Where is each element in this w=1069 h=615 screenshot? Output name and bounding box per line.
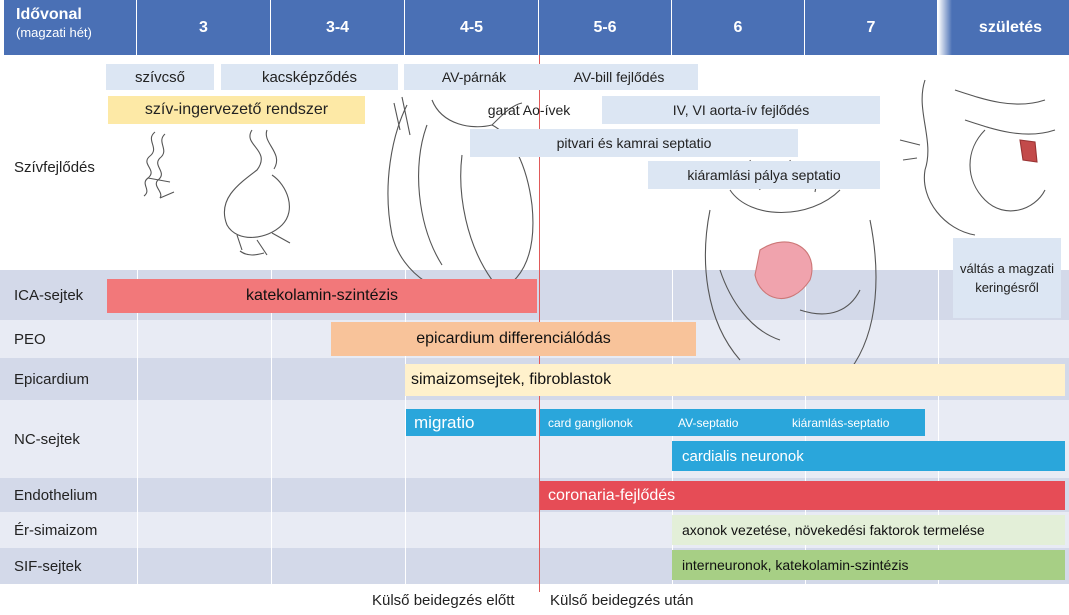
footer-after: Külső beidegzés után <box>550 592 693 609</box>
header-title: Idővonal <box>16 6 82 24</box>
row-label-ica: ICA-sejtek <box>14 270 83 320</box>
bar-migratio-label: migratio <box>414 413 474 433</box>
bar-nc-septatio: card ganglionok AV-septatio kiáramlás-se… <box>540 409 925 436</box>
bar-katekolamin: katekolamin-szintézis <box>107 279 537 313</box>
row-label-er-simaizom: Ér-simaizom <box>14 512 97 548</box>
bar-epicardium-diff: epicardium differenciálódás <box>331 322 696 356</box>
label-aortaiv: IV, VI aorta-ív fejlődés <box>602 96 880 124</box>
header-col-szuletes: születés <box>938 0 1069 55</box>
label-av-parnak: AV-párnák <box>404 64 544 90</box>
label-septatio: pitvari és kamrai septatio <box>470 129 798 157</box>
header-timeline-cell: Idővonal (magzati hét) <box>4 0 137 55</box>
bar-interneuronok: interneuronok, katekolamin-szintézis <box>672 550 1065 580</box>
bar-coronaria: coronaria-fejlődés <box>540 481 1065 510</box>
row-label-endothelium: Endothelium <box>14 478 97 512</box>
row-label-szivfejlodes: Szívfejlődés <box>14 155 95 179</box>
footer-before: Külső beidegzés előtt <box>372 592 515 609</box>
row-label-epicardium: Epicardium <box>14 358 89 400</box>
header-col-4-5: 4-5 <box>405 0 539 55</box>
label-kiaramlasi: kiáramlási pálya septatio <box>648 161 880 189</box>
bar-cardialis-neuronok-label: cardialis neuronok <box>682 448 804 465</box>
header-col-7: 7 <box>805 0 938 55</box>
label-ingervezeto: szív-ingervezető rendszer <box>108 96 365 124</box>
label-kacskepzodes: kacsképződés <box>221 64 398 90</box>
row-label-peo: PEO <box>14 320 46 358</box>
bar-migratio: migratio <box>406 409 536 436</box>
label-garat: garat Ao-ívek <box>480 96 578 124</box>
bar-simaizom: simaizomsejtek, fibroblastok <box>405 364 1065 396</box>
bar-cardialis-neuronok: cardialis neuronok <box>672 441 1065 471</box>
header-col-3: 3 <box>137 0 271 55</box>
row-label-sif: SIF-sejtek <box>14 548 82 584</box>
heart-birth-sketch <box>895 70 1065 240</box>
bar-interneuronok-label: interneuronok, katekolamin-szintézis <box>682 557 908 573</box>
grid-line <box>271 270 272 584</box>
label-szivcso: szívcső <box>106 64 214 90</box>
bar-kiaramlas-septatio-label: kiáramlás-septatio <box>792 416 889 430</box>
bar-katekolamin-label: katekolamin-szintézis <box>246 287 398 305</box>
bar-simaizom-label: simaizomsejtek, fibroblastok <box>411 371 611 389</box>
header-col-5-6: 5-6 <box>539 0 672 55</box>
bar-av-septatio-label: AV-septatio <box>678 416 738 430</box>
bar-axonok: axonok vezetése, növekedési faktorok ter… <box>672 515 1065 545</box>
heart-chambers-sketch <box>372 95 542 305</box>
heart-looping-sketch <box>212 125 312 265</box>
header-subtitle: (magzati hét) <box>16 24 92 42</box>
heart-tube-sketch <box>130 130 190 200</box>
label-av-bill: AV-bill fejlődés <box>540 64 698 90</box>
bar-axonok-label: axonok vezetése, növekedési faktorok ter… <box>682 522 985 538</box>
bar-card-ganglionok-label: card ganglionok <box>548 416 633 430</box>
bar-epicardium-diff-label: epicardium differenciálódás <box>416 330 610 348</box>
heart-septation-sketch <box>690 160 890 380</box>
grid-line <box>137 270 138 584</box>
row-label-nc: NC-sejtek <box>14 400 80 478</box>
header-col-3-4: 3-4 <box>271 0 405 55</box>
bar-coronaria-label: coronaria-fejlődés <box>548 487 675 505</box>
label-valtas: váltás a magzati keringésről <box>953 238 1061 318</box>
header-col-6: 6 <box>672 0 805 55</box>
